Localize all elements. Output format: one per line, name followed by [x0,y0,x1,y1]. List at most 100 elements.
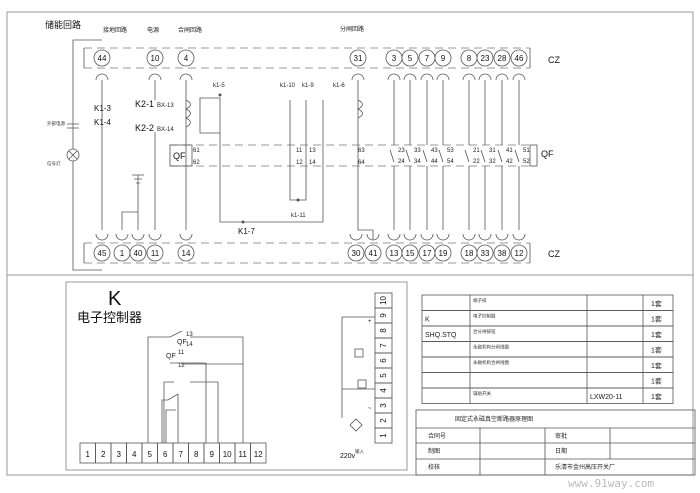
terminal-circle [146,49,164,67]
label-bx-13: BX-13 [157,103,174,109]
terminal-circle [93,49,111,67]
section-grounding: 接地回路 [103,26,127,34]
top-terminal-label: 23 [481,54,490,63]
qf-label-2: QF [166,353,176,360]
terminal-circle [177,49,195,67]
watermark: www.91way.com [568,477,654,490]
top-terminal-label: 7 [425,54,430,63]
aux-contact-bottom: 52 [523,159,530,165]
qf-11: 11 [178,350,185,356]
qf-14: 14 [186,342,193,348]
aux-contact-top: 23 [398,148,405,154]
date-label: 日期 [555,447,567,455]
terminal-circle [401,244,419,262]
terminal-circle [177,244,195,262]
bom-cell: 1套 [651,315,662,324]
label-k1-7: K1-7 [238,227,255,236]
terminal-circle [349,49,367,67]
controller-terminal-label: 1 [85,450,90,459]
external-power-label: 外部电源 [47,120,65,127]
bom-cell: 辅助开关 [473,390,491,397]
contact-61: 61 [193,148,200,154]
aux-contact-top: 51 [523,148,530,154]
bottom-terminal-label: 41 [369,249,378,258]
qf-left-label: QF [173,151,186,161]
aux-contact-bottom: 54 [447,159,454,165]
aux-contact-bottom: 32 [489,159,496,165]
top-terminal-label: 31 [354,54,363,63]
bottom-terminal-label: 38 [498,249,507,258]
controller-terminal-label: 7 [178,450,183,459]
resistor-icon [354,348,364,358]
drawn-label: 制图 [428,447,440,455]
controller-terminal-label: 9 [209,450,214,459]
terminal-circle [493,244,511,262]
terminal-circle [434,49,452,67]
aux-contact-bottom: 34 [414,159,421,165]
terminal-circle [129,244,147,262]
bottom-terminal-label: 15 [406,249,415,258]
terminal-circle [493,49,511,67]
bom-cell: 1套 [651,330,662,339]
controller-k: K [108,288,122,310]
controller-side-terminal-label: 7 [379,343,388,348]
terminal-circle [146,244,164,262]
controller-side-terminal-label: 4 [379,388,388,393]
bottom-terminal-label: 30 [352,249,361,258]
label-bx-14: BX-14 [157,127,174,133]
controller-terminal-label: 4 [132,450,137,459]
section-opening: 分闸回路 [340,25,364,33]
label-k1-4: K1-4 [94,118,111,127]
top-terminal-label: 8 [467,54,472,63]
bom-cell: LXW20-11 [590,394,623,401]
terminal-circle [476,49,494,67]
terminal-circle [510,49,528,67]
tilde-sign: ~ [368,406,372,412]
contact-14: 14 [309,160,316,166]
bom-cell: 1套 [651,377,662,386]
qf-label-1: QF [177,339,187,346]
terminal-circle [401,49,419,67]
controller-terminal [250,442,267,464]
plus-sign: + [368,319,372,325]
aux-contact-bottom: 24 [398,159,405,165]
contract-no-label: 合同号 [428,432,446,440]
bottom-terminal-label: 45 [98,249,107,258]
terminal-circle [93,244,111,262]
signal-lamp-label: 信号灯 [47,160,61,167]
bom-cell: 端子排 [473,297,487,304]
bom-cell: 1套 [651,299,662,308]
section-closing: 合闸回路 [178,26,202,34]
controller-terminal-label: 11 [239,450,248,459]
wires [66,39,374,271]
section-power: 电源 [147,26,159,34]
aux-contact-bottom: 44 [431,159,438,165]
contact-12: 12 [296,160,303,166]
controller-terminal-label: 6 [163,450,168,459]
top-terminal-label: 46 [515,54,524,63]
contact-63: 63 [358,148,365,154]
aux-contact-top: 31 [489,148,496,154]
controller-frame [65,281,408,471]
qf-12: 12 [178,363,185,369]
contact-64: 64 [358,160,365,166]
terminal-circle [510,244,528,262]
aux-contact-bottom: 22 [473,159,480,165]
bom-cell: 永磁机构合闸线圈 [473,359,509,366]
controller-side-terminal-label: 1 [379,433,388,438]
terminal-circle [434,244,452,262]
bottom-terminal-label: 11 [151,249,160,258]
controller-side-terminal [374,427,393,444]
label-k1-3: K1-3 [94,104,111,113]
controller-side-terminal-label: 10 [379,296,388,305]
company-label: 乐清市金州高压开关厂 [555,463,615,471]
rectifier-icon [349,418,363,432]
aux-contact-top: 21 [473,148,480,154]
check-label: 校核 [428,463,440,471]
bom-cell: 合分闸按钮 [473,328,496,335]
label-k1-5: k1-5 [213,83,225,89]
bottom-terminal-label: 1 [120,249,125,258]
label-k2-1: K2-1 [135,99,154,109]
aux-contact-bottom: 42 [506,159,513,165]
bom-cell: 1套 [651,361,662,370]
